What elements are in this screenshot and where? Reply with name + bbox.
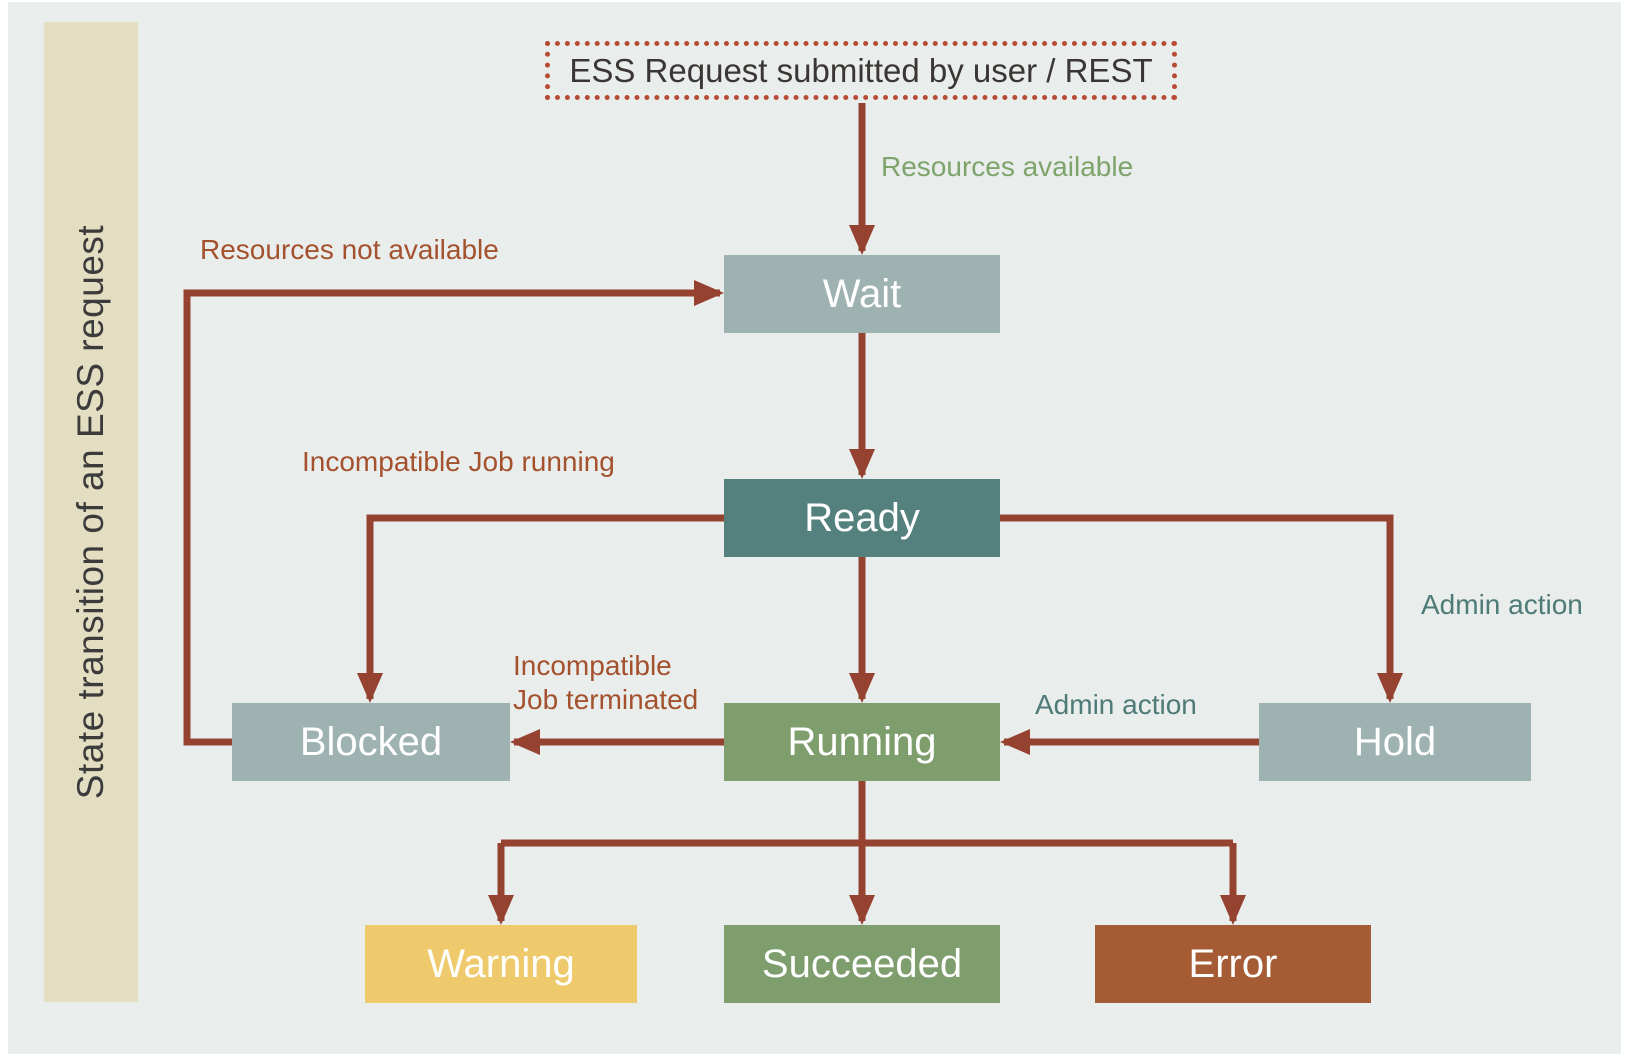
state-label-error: Error bbox=[1188, 941, 1278, 986]
edge-label-incompatible-job-terminated-line2: Job terminated bbox=[513, 684, 699, 715]
edge-label-resources-available: Resources available bbox=[881, 151, 1134, 182]
state-label-ready: Ready bbox=[804, 495, 920, 540]
edge-label-incompatible-job-running: Incompatible Job running bbox=[302, 446, 615, 477]
state-label-wait: Wait bbox=[822, 271, 902, 316]
state-box-ready: Ready bbox=[724, 479, 1000, 557]
state-box-running: Running bbox=[724, 703, 1000, 781]
edge-label-incompatible-job-terminated-line1: Incompatible bbox=[513, 650, 672, 681]
edge-label-resources-not-available: Resources not available bbox=[200, 234, 499, 265]
edge-label-admin-action-ready-to-hold: Admin action bbox=[1421, 589, 1583, 620]
sidebar-title-bar: State transition of an ESS request bbox=[44, 22, 138, 1002]
state-box-succeeded: Succeeded bbox=[724, 925, 1000, 1003]
edge-label-admin-action-hold-to-running: Admin action bbox=[1035, 689, 1197, 720]
state-label-warning: Warning bbox=[427, 941, 575, 986]
start-node: ESS Request submitted by user / REST bbox=[545, 41, 1177, 100]
state-label-hold: Hold bbox=[1353, 719, 1437, 764]
state-label-succeeded: Succeeded bbox=[761, 941, 963, 986]
state-box-error: Error bbox=[1095, 925, 1371, 1003]
edge-ready-to-hold bbox=[1000, 514, 1403, 703]
state-box-wait: Wait bbox=[724, 255, 1000, 333]
edge-label-incompatible-job-terminated: Incompatible Job terminated bbox=[513, 649, 698, 717]
state-box-blocked: Blocked bbox=[232, 703, 510, 781]
state-box-warning: Warning bbox=[365, 925, 637, 1003]
state-box-hold: Hold bbox=[1259, 703, 1531, 781]
state-label-running: Running bbox=[787, 719, 937, 764]
edge-blocked-to-wait bbox=[183, 280, 724, 746]
start-node-label: ESS Request submitted by user / REST bbox=[569, 51, 1153, 89]
sidebar-title-text: State transition of an ESS request bbox=[70, 224, 112, 800]
edge-ready-to-blocked bbox=[357, 514, 724, 703]
state-label-blocked: Blocked bbox=[299, 719, 443, 764]
